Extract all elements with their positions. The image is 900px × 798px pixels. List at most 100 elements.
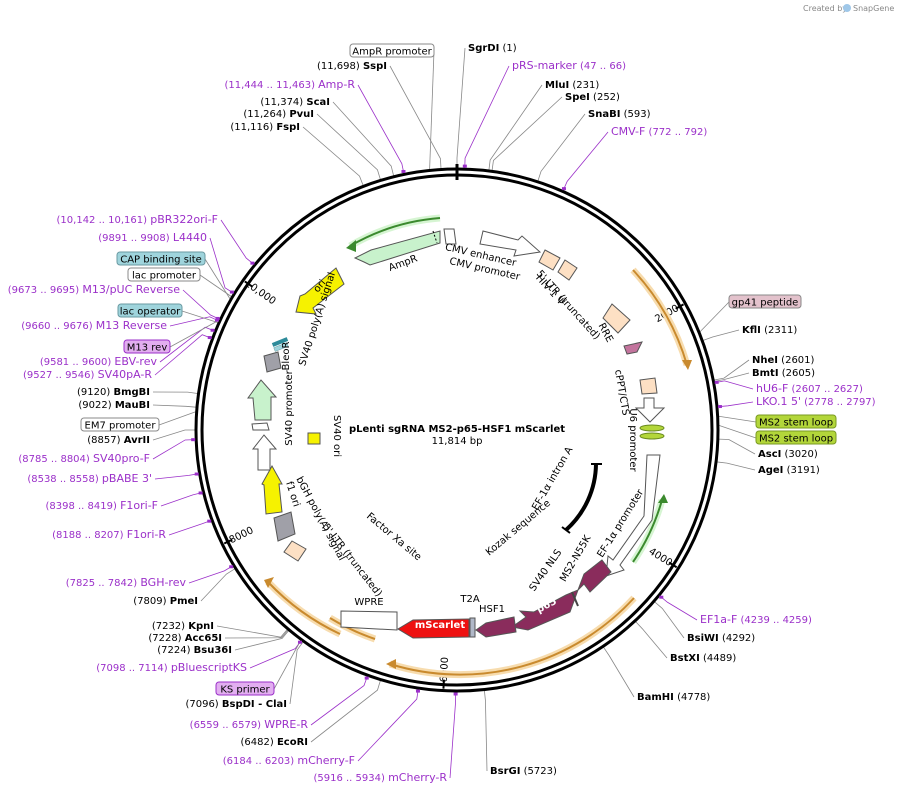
primer-label[interactable]: (8785 .. 8804) SV40pro-F <box>18 452 150 465</box>
site-name: SpeI <box>565 92 590 103</box>
restriction-site[interactable]: (7224) Bsu36I <box>157 645 232 656</box>
restriction-site[interactable]: (9022) MauBI <box>78 400 150 411</box>
feature-box[interactable] <box>123 339 171 354</box>
leader-line <box>537 113 586 181</box>
restriction-site[interactable]: (11,116) FspI <box>230 122 300 133</box>
feature-label: U6 promoter <box>627 408 638 472</box>
restriction-site[interactable]: SgrDI (1) <box>468 43 517 54</box>
primer-mark <box>415 689 420 693</box>
ms2-stem-loop-2 <box>639 432 665 440</box>
restriction-site[interactable]: BsrGI (5723) <box>490 766 557 777</box>
em7-box <box>251 422 270 431</box>
primer-label[interactable]: (10,142 .. 10,161) pBR322ori-F <box>57 213 218 226</box>
primer-label[interactable]: (9581 .. 9600) EBV-rev <box>40 355 158 368</box>
site-name: KflI <box>742 325 761 336</box>
restriction-site[interactable]: (9120) BmgBI <box>77 387 150 398</box>
primer-label[interactable]: (9891 .. 9908) L4440 <box>98 231 207 244</box>
site-name: BsrGI <box>490 766 520 777</box>
restriction-site[interactable]: (7228) Acc65I <box>148 633 222 644</box>
feature-label: SV40 ori <box>331 415 342 457</box>
primer-label[interactable]: EF1a-F (4239 .. 4259) <box>700 613 812 626</box>
site-position: (7224) <box>157 645 193 656</box>
restriction-site[interactable]: AscI (3020) <box>758 449 818 460</box>
feature-box-label: lac promoter <box>132 271 197 282</box>
sv40-promoter-arrow <box>251 434 278 471</box>
primer-label[interactable]: (7825 .. 7842) BGH-rev <box>66 576 187 589</box>
feature-label: SV40 promoter <box>284 369 295 445</box>
primer-label[interactable]: CMV-F (772 .. 792) <box>611 125 707 138</box>
snapgene-credit: Created by SnapGene <box>803 4 894 13</box>
primer-label[interactable]: hU6-F (2607 .. 2627) <box>756 382 863 395</box>
restriction-site[interactable]: NheI (2601) <box>752 355 815 366</box>
primer-position: (8538 .. 8558) <box>27 474 102 485</box>
feature-box-label: MS2 stem loop <box>759 418 833 429</box>
primer-name: BGH-rev <box>140 576 186 589</box>
restriction-site[interactable]: (11,698) SspI <box>317 61 387 72</box>
primer-position: (9660 .. 9676) <box>21 321 96 332</box>
restriction-site[interactable]: BamHI (4778) <box>637 692 710 703</box>
primer-label[interactable]: (8538 .. 8558) pBABE 3' <box>27 472 152 485</box>
site-position: (7096) <box>185 699 221 710</box>
primer-name: pBluescriptKS <box>171 661 247 674</box>
feature-box[interactable] <box>728 294 802 309</box>
primer-label[interactable]: (6184 .. 6203) mCherry-F <box>223 754 355 767</box>
primer-position: (2607 .. 2627) <box>788 384 863 395</box>
arc-arrowhead <box>264 577 274 588</box>
scale-tick-label: 10,000 <box>243 278 278 307</box>
feature-box[interactable] <box>116 251 206 266</box>
primer-label[interactable]: pRS-marker (47 .. 66) <box>512 59 626 72</box>
primer-label[interactable]: (6559 .. 6579) WPRE-R <box>190 718 309 731</box>
primer-label[interactable]: (9527 .. 9546) SV40pA-R <box>23 368 152 381</box>
feature-box-label: EM7 promoter <box>85 421 157 432</box>
primer-name: pBR322ori-F <box>150 213 218 226</box>
plasmid-size: 11,814 bp <box>432 436 483 447</box>
restriction-site[interactable]: BsiWI (4292) <box>687 633 755 644</box>
primer-label[interactable]: (8398 .. 8419) F1ori-F <box>45 499 158 512</box>
leader-line <box>160 492 203 507</box>
leader-line <box>158 411 196 426</box>
ms2-stem-loop-1 <box>639 424 665 432</box>
primer-name: L4440 <box>173 231 207 244</box>
primer-name: SV40pro-F <box>93 452 150 465</box>
restriction-site[interactable]: (11,264) PvuI <box>243 109 314 120</box>
site-name: Acc65I <box>185 633 222 644</box>
primer-label[interactable]: (8188 .. 8207) F1ori-R <box>52 528 166 541</box>
feature-box[interactable] <box>349 43 435 58</box>
restriction-site[interactable]: (8857) AvrII <box>87 435 150 446</box>
scale-tick-label: 4000 <box>647 546 674 569</box>
lac-operator-shape <box>271 337 289 347</box>
restriction-site[interactable]: (7232) KpnI <box>152 621 214 632</box>
restriction-site[interactable]: SpeI (252) <box>565 92 620 103</box>
restriction-site[interactable]: (11,374) ScaI <box>260 97 330 108</box>
feature-box[interactable] <box>117 303 183 318</box>
restriction-site[interactable]: BstXI (4489) <box>670 653 736 664</box>
restriction-site[interactable]: MluI (231) <box>545 80 599 91</box>
restriction-site[interactable]: (6482) EcoRI <box>241 737 309 748</box>
primer-label[interactable]: LKO.1 5' (2778 .. 2797) <box>756 395 876 408</box>
feature-box[interactable] <box>755 430 837 445</box>
restriction-site[interactable]: BmtI (2605) <box>752 368 815 379</box>
site-position: (1) <box>499 43 516 54</box>
feature-box[interactable] <box>80 417 160 432</box>
credit-prefix: Created by <box>803 4 847 13</box>
restriction-site[interactable]: (7809) PmeI <box>133 596 198 607</box>
site-position: (3020) <box>781 449 818 460</box>
restriction-site[interactable]: (7096) BspDI - ClaI <box>185 699 287 710</box>
primer-label[interactable]: (11,444 .. 11,463) Amp-R <box>224 78 355 91</box>
restriction-site[interactable]: AgeI (3191) <box>758 465 820 476</box>
bleor-arrow <box>247 379 278 421</box>
restriction-site[interactable]: KflI (2311) <box>742 325 797 336</box>
primer-label[interactable]: (5916 .. 5934) mCherry-R <box>313 771 447 784</box>
primer-label[interactable]: (9660 .. 9676) M13 Reverse <box>21 319 167 332</box>
primer-labels: pRS-marker (47 .. 66) CMV-F (772 .. 792) h… <box>8 59 876 784</box>
feature-box[interactable] <box>127 267 201 282</box>
feature-box[interactable] <box>755 414 837 429</box>
primer-position: (9581 .. 9600) <box>40 357 115 368</box>
cap-site-shape <box>273 342 289 352</box>
feature-label: T2A <box>459 594 479 605</box>
primer-position: (9673 .. 9695) <box>8 285 83 296</box>
primer-label[interactable]: (7098 .. 7114) pBluescriptKS <box>96 661 247 674</box>
primer-label[interactable]: (9673 .. 9695) M13/pUC Reverse <box>8 283 180 296</box>
feature-box[interactable] <box>215 681 275 696</box>
restriction-site[interactable]: SnaBI (593) <box>588 109 651 120</box>
